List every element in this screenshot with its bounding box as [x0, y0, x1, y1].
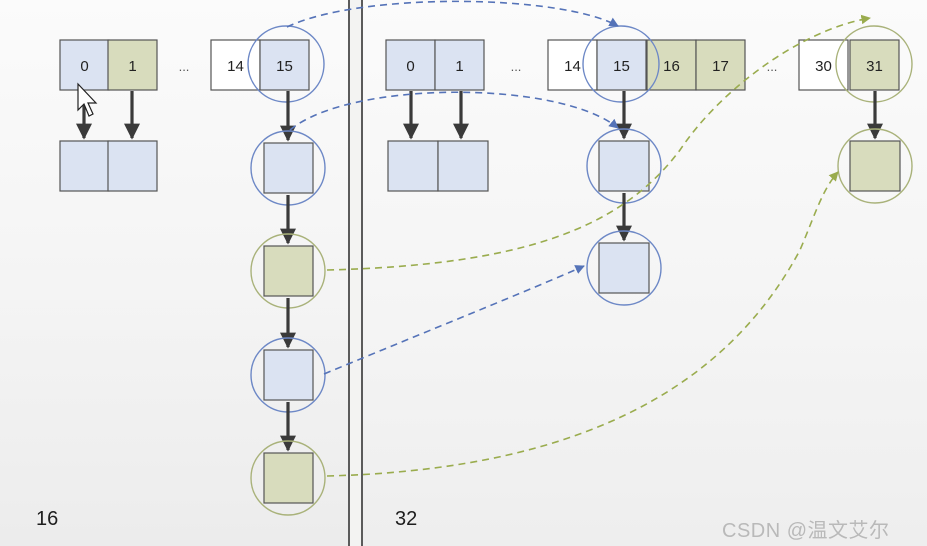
new-ellipsis-2: ... [511, 59, 522, 74]
new-slot-1 [434, 39, 485, 91]
old-slot-label-0: 0 [80, 58, 88, 75]
new-slot-15-highlight [582, 25, 660, 103]
new-slot-6 [695, 39, 746, 91]
new-slot-label-0: 0 [406, 58, 414, 75]
new-15-node-1 [598, 242, 650, 294]
move-node-4-arrow [323, 265, 585, 375]
new-31-node-0 [849, 140, 901, 192]
new-slot-label-4: 15 [613, 58, 630, 75]
new-bucket-0-node [387, 140, 439, 192]
old-chain-node-3 [263, 452, 314, 504]
old-bucket-0-node [59, 140, 110, 192]
new-slot-label-9: 31 [866, 58, 883, 75]
new-15-node-0 [598, 140, 650, 192]
old-bucket-1-node [107, 140, 158, 192]
new-slot-label-3: 14 [564, 58, 581, 75]
new-slot-label-5: 16 [663, 58, 680, 75]
move-node-3-arrow [326, 14, 871, 271]
mouse-cursor-icon [77, 82, 98, 117]
new-ellipsis-7: ... [767, 59, 778, 74]
old-size-label: 16 [36, 508, 59, 530]
watermark: CSDN @温文艾尔 [722, 520, 890, 542]
panel-divider [348, 0, 350, 546]
new-slot-3 [547, 39, 598, 91]
new-slot-label-6: 17 [712, 58, 729, 75]
new-size-label: 32 [395, 508, 418, 530]
move-node-1-arrow [289, 91, 619, 131]
new-slot-9 [849, 39, 900, 91]
move-slot-15-arrow [286, 0, 619, 28]
new-slot-label-1: 1 [455, 58, 463, 75]
old-slot-label-3: 14 [227, 58, 244, 75]
old-slot-4 [259, 39, 310, 91]
old-chain-node-0 [263, 142, 314, 194]
new-bucket-1-node [437, 140, 489, 192]
new-slot-0 [385, 39, 436, 91]
new-15-node-circle-1 [586, 230, 662, 306]
panel-divider-2 [361, 0, 363, 546]
new-slot-label-8: 30 [815, 58, 832, 75]
old-slot-15-highlight [247, 25, 325, 103]
old-ellipsis-2: ... [179, 59, 190, 74]
old-chain-node-circle-3 [250, 440, 326, 516]
old-slot-1 [107, 39, 158, 91]
old-slot-label-4: 15 [276, 58, 293, 75]
new-slot-4 [596, 39, 647, 91]
move-node-5-arrow [326, 171, 839, 477]
old-chain-node-1 [263, 245, 314, 297]
new-31-node-circle-0 [837, 128, 913, 204]
old-slot-label-1: 1 [128, 58, 136, 75]
old-chain-node-2 [263, 349, 314, 401]
